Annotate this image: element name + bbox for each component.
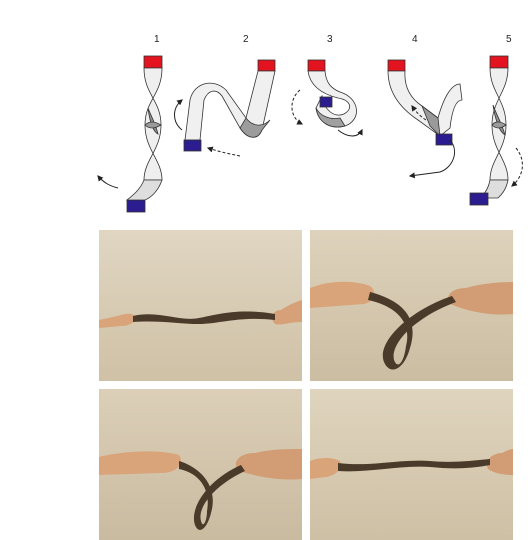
step-number-4: 4 — [412, 34, 418, 45]
photo-strip-untwisted — [310, 389, 513, 540]
strip-twist-diagram: 1 2 3 4 5 — [0, 0, 532, 215]
blue-end — [470, 193, 488, 205]
blue-end — [184, 140, 201, 151]
step-5-strip — [470, 56, 522, 205]
blue-end — [127, 200, 145, 212]
step-1-strip — [98, 56, 162, 212]
photo-strip-loop-down — [310, 230, 513, 381]
red-end — [258, 60, 275, 71]
step-4-strip — [388, 60, 462, 176]
red-end — [388, 60, 405, 71]
blue-end — [320, 97, 332, 107]
blue-end — [436, 134, 452, 145]
photo-strip-loop-held — [99, 389, 302, 540]
left-hand — [99, 451, 181, 475]
step-number-3: 3 — [327, 34, 333, 45]
red-end — [308, 60, 325, 71]
step-3-strip — [292, 60, 362, 136]
step-2-strip — [175, 60, 276, 156]
step-number-5: 5 — [506, 34, 512, 45]
step-number-2: 2 — [243, 34, 249, 45]
red-end — [490, 56, 508, 68]
red-end — [144, 56, 162, 68]
photo-straight-twisted-strip — [99, 230, 302, 381]
step-number-1: 1 — [154, 34, 160, 45]
